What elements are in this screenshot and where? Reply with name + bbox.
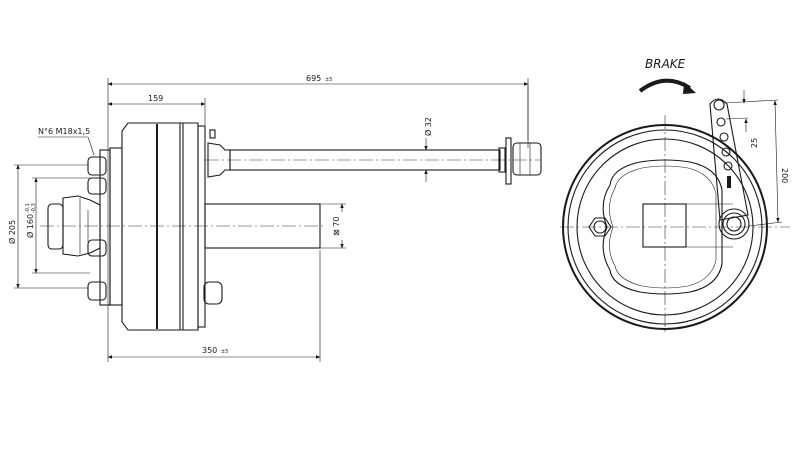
dimension-axle-length: 350 ±5 <box>107 346 321 359</box>
svg-text:N°6 M18x1,5: N°6 M18x1,5 <box>38 127 90 136</box>
dimension-hole-pitch: 25 <box>723 90 779 148</box>
svg-text:±5: ±5 <box>221 349 228 355</box>
stud-callout: N°6 M18x1,5 <box>38 127 95 156</box>
svg-text:BRAKE: BRAKE <box>645 57 686 71</box>
svg-text:159: 159 <box>148 94 163 103</box>
svg-text:25: 25 <box>750 138 759 148</box>
svg-text:-0,3: -0,3 <box>31 203 37 213</box>
dimension-overall-length: 695 ±5 <box>107 74 529 86</box>
side-view: 695 ±5 159 350 ±5 <box>7 74 542 362</box>
brake-shoe-outline <box>602 159 723 295</box>
svg-text:350: 350 <box>202 346 217 355</box>
svg-text:200: 200 <box>780 168 789 183</box>
svg-text:±5: ±5 <box>325 77 332 83</box>
brake-drum <box>109 122 223 331</box>
front-view: 25 200 BRAKE <box>560 57 790 335</box>
nut-icon <box>588 217 612 237</box>
dimension-drum-width: 159 <box>107 94 206 106</box>
brake-rod <box>205 84 542 185</box>
dimension-pilot-diameter: Ø 160 -0,1 -0,3 <box>25 177 90 274</box>
dimension-lever-length: 200 <box>748 100 789 227</box>
svg-text:Ø 160: Ø 160 <box>25 214 35 238</box>
svg-text:⊠ 70: ⊠ 70 <box>332 217 341 236</box>
axle-square-section <box>642 203 687 248</box>
wheel-studs <box>87 149 111 306</box>
svg-text:695: 695 <box>306 74 321 83</box>
brake-lever <box>709 98 750 240</box>
brake-direction-arrow: BRAKE <box>638 57 696 94</box>
svg-text:Ø 205: Ø 205 <box>7 220 17 244</box>
square-axle: ⊠ 70 <box>40 203 346 249</box>
svg-text:-0,1: -0,1 <box>25 203 31 213</box>
svg-text:Ø 32: Ø 32 <box>423 117 433 136</box>
dimension-bolt-circle: Ø 205 <box>7 164 88 289</box>
dimension-rod-diameter: Ø 32 <box>423 117 433 182</box>
